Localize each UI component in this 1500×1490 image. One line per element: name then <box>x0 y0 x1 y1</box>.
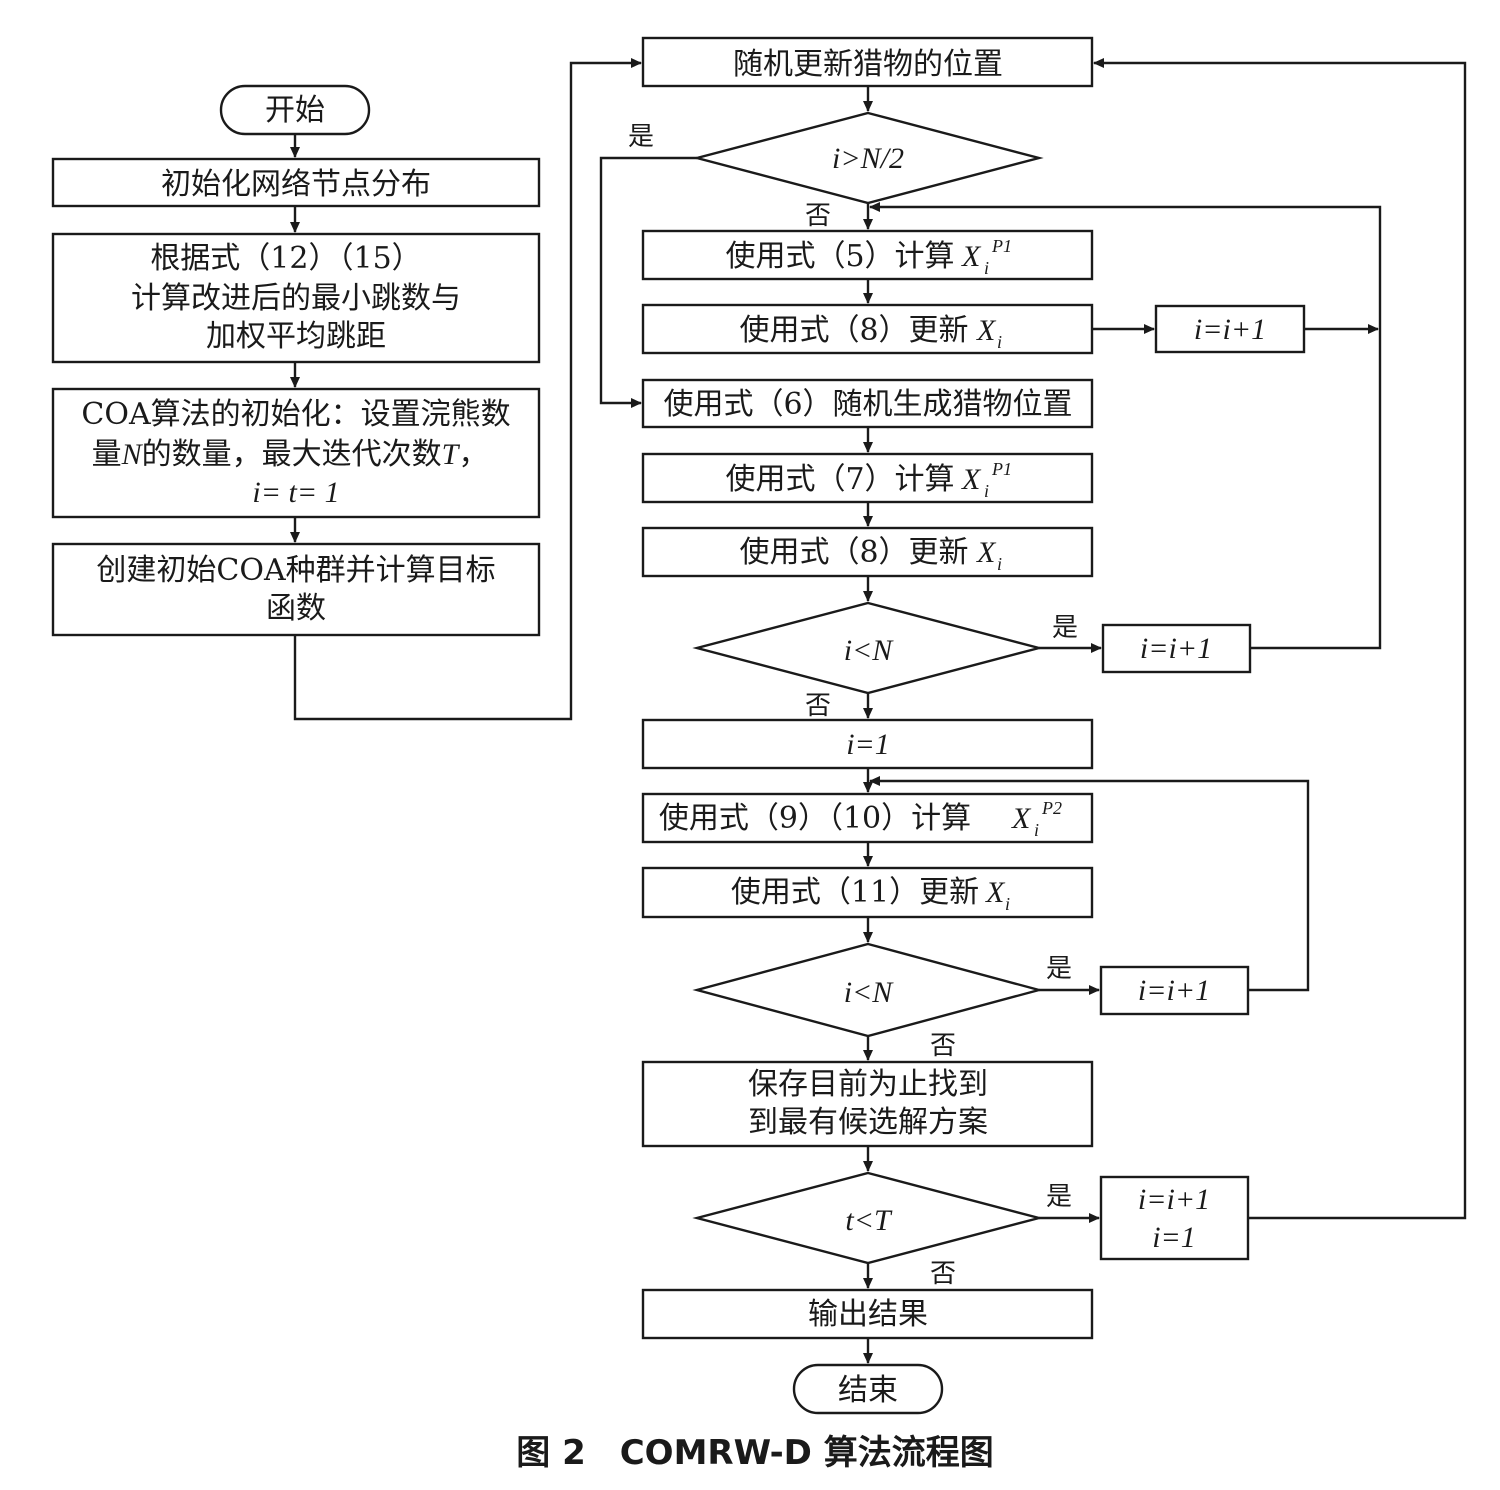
eq8-update-label-2: 使用式（8）更新 <box>739 535 968 570</box>
connector-loop-2 <box>869 776 1310 992</box>
eq9-10-sup: P2 <box>1041 798 1062 818</box>
coa-init-box: COA算法的初始化：设置浣熊数 量N的数量，最大迭代次数T， i= t= 1 <box>51 387 541 519</box>
save-best-line-2: 到最有候选解方案 <box>748 1105 988 1140</box>
increment-label-3: i=i+1 <box>1138 974 1210 1007</box>
no-label: 否 <box>930 1259 956 1289</box>
init-network-label: 初始化网络节点分布 <box>161 167 431 202</box>
random-update-prey-box: 随机更新猎物的位置 <box>641 36 1094 88</box>
start-label: 开始 <box>265 93 325 128</box>
eq6-random-prey-box: 使用式（6）随机生成猎物位置 <box>641 378 1094 429</box>
eq5-calc-label: 使用式（5）计算 <box>725 239 954 274</box>
yes-label: 是 <box>1052 613 1078 643</box>
coa-init-line-2: 量N的数量，最大迭代次数T， <box>92 437 489 472</box>
no-label: 否 <box>805 691 831 721</box>
output-box: 输出结果 <box>641 1288 1094 1340</box>
increment-label-2: i=i+1 <box>1140 632 1212 665</box>
hop-line-1: 根据式（12）（15） <box>150 241 421 276</box>
create-population-box: 创建初始COA种群并计算目标 函数 <box>51 542 541 637</box>
yes-label: 是 <box>1046 954 1072 984</box>
decision-lt-n-1-label: i<N <box>844 634 895 667</box>
eq11-symbol: X <box>985 876 1006 909</box>
eq8-sub-2: i <box>997 554 1002 574</box>
eq11-update-label: 使用式（11）更新 <box>731 875 979 910</box>
coa-init-line-3: i= t= 1 <box>252 476 339 509</box>
eq9-10-calc-box: 使用式（9）（10）计算 X i P2 <box>641 792 1094 844</box>
eq5-calc-box: 使用式（5）计算 X i P1 <box>641 229 1094 281</box>
hop-line-2: 计算改进后的最小跳数与 <box>131 281 461 316</box>
increment-t-line-2: i=1 <box>1152 1221 1196 1254</box>
increment-label-1: i=i+1 <box>1194 313 1266 346</box>
eq7-sup: P1 <box>991 459 1012 479</box>
eq9-10-sub: i <box>1034 820 1039 840</box>
increment-box-2: i=i+1 <box>1101 623 1252 674</box>
yes-label: 是 <box>628 122 654 152</box>
eq5-sup: P1 <box>991 236 1012 256</box>
eq11-sub: i <box>1005 894 1010 914</box>
start-node: 开始 <box>219 84 371 136</box>
set-i1-label: i=1 <box>846 728 890 761</box>
eq11-update-box: 使用式（11）更新 X i <box>641 866 1094 919</box>
save-best-box: 保存目前为止找到 到最有候选解方案 <box>641 1060 1094 1148</box>
increment-box-3: i=i+1 <box>1099 965 1250 1016</box>
decision-t: t<T <box>692 1171 1044 1265</box>
no-label: 否 <box>805 201 831 231</box>
eq8-symbol-2: X <box>976 536 997 569</box>
eq5-sub: i <box>984 258 989 278</box>
eq8-sub-1: i <box>997 332 1002 352</box>
decision-lt-n-2-label: i<N <box>844 976 895 1009</box>
init-network-box: 初始化网络节点分布 <box>51 157 541 208</box>
decision-t-label: t<T <box>845 1204 893 1237</box>
increment-t-line-1: i=i+1 <box>1138 1183 1210 1216</box>
eq7-symbol: X <box>961 463 982 496</box>
eq7-sub: i <box>984 481 989 501</box>
end-label: 结束 <box>838 1373 898 1408</box>
create-pop-line-1: 创建初始COA种群并计算目标 <box>96 553 495 588</box>
decision-lt-n-1: i<N <box>692 601 1044 695</box>
decision-lt-n-2: i<N <box>692 942 1044 1038</box>
decision-half-label: i>N/2 <box>832 142 904 175</box>
connector-left-to-right <box>293 58 642 721</box>
output-label: 输出结果 <box>808 1297 928 1332</box>
eq7-calc-box: 使用式（7）计算 X i P1 <box>641 452 1094 504</box>
eq8-symbol-1: X <box>976 314 997 347</box>
eq8-update-box-1: 使用式（8）更新 X i <box>641 303 1094 355</box>
eq8-update-box-2: 使用式（8）更新 X i <box>641 526 1094 578</box>
eq8-update-label-1: 使用式（8）更新 <box>739 313 968 348</box>
hop-distance-box: 根据式（12）（15） 计算改进后的最小跳数与 加权平均跳距 <box>51 232 541 364</box>
create-pop-line-2: 函数 <box>266 591 326 626</box>
end-node: 结束 <box>792 1363 944 1415</box>
yes-label: 是 <box>1046 1182 1072 1212</box>
eq7-calc-label: 使用式（7）计算 <box>725 462 954 497</box>
random-update-prey-label: 随机更新猎物的位置 <box>733 47 1003 82</box>
figure-caption: 图 2 COMRW-D 算法流程图 <box>516 1433 994 1473</box>
eq6-random-prey-label: 使用式（6）随机生成猎物位置 <box>663 387 1072 422</box>
save-best-line-1: 保存目前为止找到 <box>748 1067 988 1102</box>
eq9-10-symbol: X <box>1011 802 1032 835</box>
increment-t-box: i=i+1 i=1 <box>1099 1175 1250 1261</box>
increment-box-1: i=i+1 <box>1154 304 1306 354</box>
eq9-10-calc-label: 使用式（9）（10）计算 <box>659 801 971 836</box>
no-label: 否 <box>930 1031 956 1061</box>
eq5-symbol: X <box>961 240 982 273</box>
hop-line-3: 加权平均跳距 <box>206 319 386 354</box>
decision-half: i>N/2 <box>692 111 1044 205</box>
set-i1-box: i=1 <box>641 718 1094 770</box>
connector-half-yes <box>599 156 697 408</box>
coa-init-line-1: COA算法的初始化：设置浣熊数 <box>81 397 510 432</box>
connector-loop-1 <box>869 202 1382 650</box>
connector-outer-loop <box>1093 58 1467 1220</box>
